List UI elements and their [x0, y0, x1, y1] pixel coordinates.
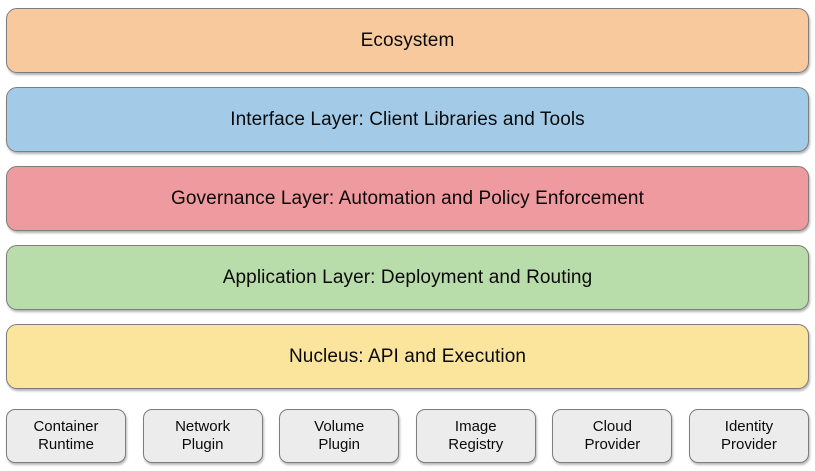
layer-bar-interface[interactable]: Interface Layer: Client Libraries and To… — [6, 87, 809, 152]
component-label-line1: Cloud — [592, 418, 632, 435]
component-box-image-registry[interactable]: Image Registry — [415, 409, 536, 463]
component-label-line2: Provider — [584, 436, 641, 453]
layer-label-ecosystem: Ecosystem — [360, 29, 455, 51]
component-label-line1: Image — [454, 418, 497, 435]
component-box-volume-plugin[interactable]: Volume Plugin — [279, 409, 400, 463]
component-row: Container Runtime Network Plugin Volume … — [6, 409, 809, 463]
layer-bar-governance[interactable]: Governance Layer: Automation and Policy … — [6, 166, 809, 231]
layer-label-nucleus: Nucleus: API and Execution — [288, 345, 527, 367]
component-box-container-runtime[interactable]: Container Runtime — [6, 409, 126, 463]
component-box-cloud-provider[interactable]: Cloud Provider — [552, 409, 673, 463]
layer-label-application: Application Layer: Deployment and Routin… — [222, 266, 593, 288]
component-label-line1: Volume — [314, 418, 365, 435]
component-label-line2: Plugin — [181, 436, 224, 453]
layer-label-interface: Interface Layer: Client Libraries and To… — [230, 108, 585, 130]
component-label-line2: Plugin — [318, 436, 361, 453]
component-box-identity-provider[interactable]: Identity Provider — [688, 409, 809, 463]
layer-label-governance: Governance Layer: Automation and Policy … — [171, 187, 644, 209]
component-label-line2: Provider — [721, 436, 777, 453]
component-label-line2: Runtime — [38, 436, 94, 453]
component-label-line1: Network — [175, 418, 231, 435]
component-label-line1: Identity — [724, 418, 774, 435]
layer-bar-application[interactable]: Application Layer: Deployment and Routin… — [6, 245, 809, 310]
component-box-network-plugin[interactable]: Network Plugin — [142, 409, 263, 463]
component-label-line2: Registry — [448, 436, 504, 453]
component-label-line1: Container — [33, 418, 99, 435]
layer-stack: Ecosystem Interface Layer: Client Librar… — [6, 8, 809, 403]
layer-bar-nucleus[interactable]: Nucleus: API and Execution — [6, 324, 809, 389]
layer-bar-ecosystem[interactable]: Ecosystem — [6, 8, 809, 73]
